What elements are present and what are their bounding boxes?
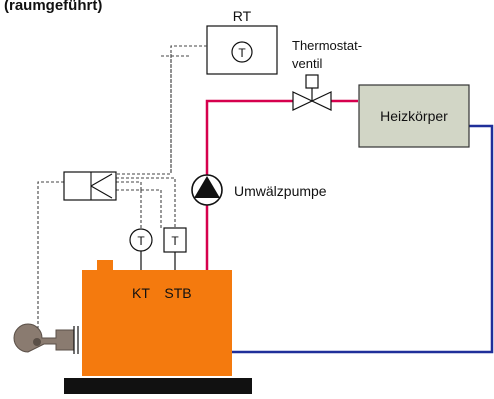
room-thermostat-label: RT — [233, 8, 252, 24]
burner — [13, 323, 79, 354]
boiler-body — [82, 270, 232, 376]
thermostatic-valve: Thermostat- ventil — [292, 38, 362, 111]
supply-line — [205, 99, 358, 270]
valve-label-line1: Thermostat- — [292, 38, 362, 53]
circulation-pump: Umwälzpumpe — [191, 174, 327, 206]
room-thermostat-symbol: T — [238, 46, 246, 60]
controller-icon — [90, 172, 113, 200]
kt-symbol: T — [137, 234, 145, 248]
boiler: KT STB — [82, 260, 232, 376]
boiler-sensors: T T — [129, 227, 187, 278]
room-thermostat: RT T — [206, 8, 278, 75]
diagram-title: (raumgeführt) — [4, 0, 102, 14]
return-line — [232, 124, 494, 354]
stb-label: STB — [164, 285, 191, 301]
stb-symbol: T — [171, 234, 179, 248]
pump-label: Umwälzpumpe — [234, 183, 327, 199]
thermostat-icon — [231, 41, 253, 63]
control-lines — [37, 45, 207, 340]
radiator-body — [358, 84, 470, 148]
valve-head — [305, 74, 319, 89]
valve-label-line2: ventil — [292, 56, 322, 71]
radiator: Heizkörper — [358, 84, 470, 148]
controller — [63, 171, 117, 201]
radiator-label: Heizkörper — [380, 108, 448, 124]
boiler-base — [64, 378, 252, 394]
burner-icon — [13, 323, 75, 353]
kt-label: KT — [132, 285, 150, 301]
boiler-flue — [97, 260, 113, 272]
